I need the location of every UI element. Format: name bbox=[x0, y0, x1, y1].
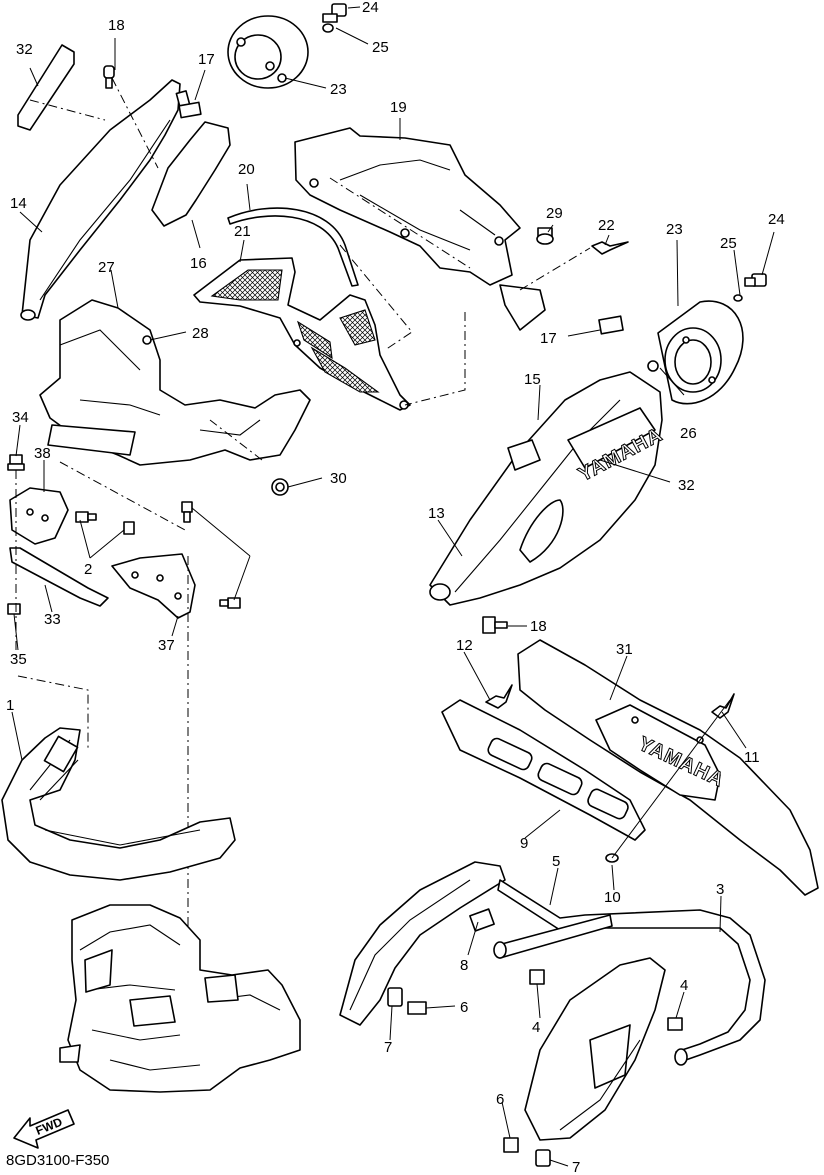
nut-35 bbox=[7, 603, 21, 615]
callout-6-left: 6 bbox=[460, 999, 468, 1016]
callout-4-mid: 4 bbox=[532, 1019, 540, 1036]
callout-7-left: 7 bbox=[384, 1039, 392, 1056]
side-panel-13 bbox=[429, 371, 663, 606]
clip-17-top bbox=[178, 101, 202, 119]
brace-33 bbox=[9, 547, 109, 607]
callout-6-right: 6 bbox=[496, 1091, 504, 1108]
mounting-panel-19 bbox=[294, 127, 521, 286]
callout-36: 37 bbox=[158, 637, 175, 654]
exhaust-cap-ring-right bbox=[647, 300, 744, 405]
bolt-18-right bbox=[482, 616, 508, 634]
side-cover-lower-left bbox=[339, 861, 506, 1026]
callout-22: 22 bbox=[598, 217, 615, 234]
bracket-16 bbox=[151, 121, 231, 227]
side-cover-15 bbox=[21, 79, 181, 319]
callout-4-right: 4 bbox=[680, 977, 688, 994]
callout-7-right: 7 bbox=[572, 1159, 580, 1175]
callout-31: 31 bbox=[616, 641, 633, 658]
callout-17-top: 17 bbox=[198, 51, 215, 68]
callout-labels: 24 25 23 32 18 17 19 14 16 20 21 29 22 2… bbox=[6, 0, 785, 1175]
callout-5: 5 bbox=[552, 853, 560, 870]
fwd-arrow-icon: FWD bbox=[13, 1109, 75, 1149]
callout-18-right: 18 bbox=[530, 618, 547, 635]
callout-23-top: 23 bbox=[330, 81, 347, 98]
callout-28: 28 bbox=[192, 325, 209, 342]
callout-37: 38 bbox=[34, 445, 51, 462]
callout-24-top: 24 bbox=[362, 0, 379, 16]
rivet-11 bbox=[711, 693, 735, 719]
seal-strip-20 bbox=[227, 207, 359, 287]
bolt-34 bbox=[7, 454, 25, 471]
bracket-37 bbox=[9, 487, 69, 545]
callout-29: 29 bbox=[546, 205, 563, 222]
callout-2: 2 bbox=[84, 561, 92, 578]
bolt-6-right bbox=[503, 1137, 519, 1153]
callout-23-right: 23 bbox=[666, 221, 683, 238]
callout-32-top: 32 bbox=[16, 41, 33, 58]
nut-7-right bbox=[535, 1149, 551, 1167]
bolt-2a bbox=[75, 511, 97, 523]
bolt-4-mid bbox=[529, 969, 545, 985]
bolt-38a bbox=[181, 501, 193, 523]
bolt-4-right bbox=[667, 1017, 683, 1031]
callout-21: 21 bbox=[234, 223, 251, 240]
decal-32-top bbox=[17, 44, 75, 131]
callout-11: 11 bbox=[744, 749, 760, 766]
bolt-24-right bbox=[733, 273, 767, 302]
rivet-12 bbox=[485, 684, 513, 709]
callout-3: 3 bbox=[716, 881, 724, 898]
chassis-frame bbox=[67, 904, 301, 1093]
front-bumper-1 bbox=[1, 727, 236, 881]
callout-34: 34 bbox=[12, 409, 29, 426]
callout-12: 12 bbox=[456, 637, 473, 654]
clip-17-right bbox=[598, 315, 624, 335]
diagram-code: 8GD3100-F350 bbox=[6, 1152, 110, 1169]
callout-25-right: 25 bbox=[720, 235, 737, 252]
bolt-38b bbox=[219, 597, 241, 609]
callout-26: 26 bbox=[680, 425, 697, 442]
bolt-2b bbox=[123, 521, 135, 535]
callout-20: 20 bbox=[238, 161, 255, 178]
callout-14: 15 bbox=[524, 371, 541, 388]
spacer-8 bbox=[469, 908, 495, 932]
bracket-36 bbox=[111, 553, 196, 619]
callout-35: 35 bbox=[10, 651, 27, 668]
callout-30: 30 bbox=[330, 470, 347, 487]
callout-24-right: 24 bbox=[768, 211, 785, 228]
callout-32-right: 32 bbox=[678, 477, 695, 494]
callout-25-top: 25 bbox=[372, 39, 389, 56]
callout-15: 14 bbox=[10, 195, 27, 212]
callout-19: 19 bbox=[390, 99, 407, 116]
callout-27: 27 bbox=[98, 259, 115, 276]
callout-13: 13 bbox=[428, 505, 445, 522]
callout-18-top: 18 bbox=[108, 17, 125, 34]
bolt-18-top bbox=[103, 65, 115, 89]
callout-16: 16 bbox=[190, 255, 207, 272]
callout-8: 8 bbox=[460, 957, 468, 974]
bolt-29 bbox=[536, 227, 554, 245]
bolt-top-24 bbox=[322, 3, 347, 33]
exhaust-cap-ring-top bbox=[227, 15, 309, 89]
rivet-22 bbox=[591, 241, 629, 255]
callout-33: 33 bbox=[44, 611, 61, 628]
callout-10: 10 bbox=[604, 889, 621, 906]
callout-9: 9 bbox=[520, 835, 528, 852]
bolt-6-left bbox=[407, 1001, 427, 1015]
nut-7-left bbox=[387, 987, 403, 1007]
callout-1: 1 bbox=[6, 697, 14, 714]
callout-17-right: 17 bbox=[540, 330, 557, 347]
